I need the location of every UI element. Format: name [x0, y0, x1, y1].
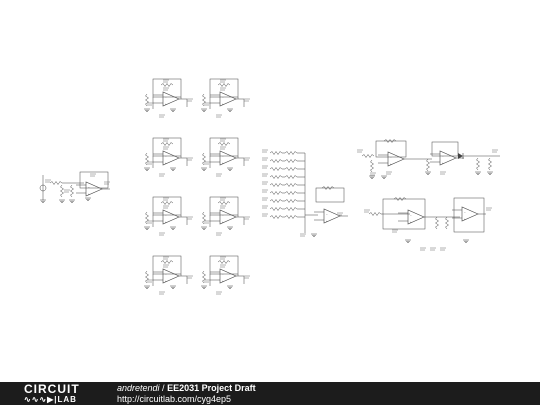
- input-stage-circuit[interactable]: [39, 171, 111, 203]
- circuitlab-footer: CIRCUIT ∿∿∿▶|LAB andretendi / EE2031 Pro…: [0, 382, 540, 405]
- author-link[interactable]: andretendi: [117, 383, 160, 393]
- summing-amplifier[interactable]: [261, 149, 349, 237]
- circuit-title[interactable]: EE2031 Project Draft: [167, 383, 256, 393]
- logo-wave-icon: ∿∿∿▶|: [24, 395, 58, 404]
- circuitlab-logo[interactable]: CIRCUIT ∿∿∿▶|LAB: [24, 383, 96, 404]
- meta-separator: /: [159, 383, 168, 393]
- filter-bank-column-1[interactable]: [144, 79, 193, 294]
- rectifier-circuit[interactable]: [356, 139, 500, 179]
- schematic-canvas[interactable]: − +: [0, 0, 540, 382]
- circuit-meta: andretendi / EE2031 Project Draft http:/…: [117, 383, 256, 404]
- logo-wordmark-bottom: ∿∿∿▶|LAB: [24, 395, 77, 404]
- logo-wordmark-top: CIRCUIT: [24, 382, 80, 396]
- filter-bank-column-2[interactable]: [201, 79, 250, 294]
- two-stage-filter[interactable]: [363, 197, 493, 251]
- logo-lab-text: LAB: [57, 395, 77, 404]
- circuit-url[interactable]: http://circuitlab.com/cyg4ep5: [117, 394, 232, 404]
